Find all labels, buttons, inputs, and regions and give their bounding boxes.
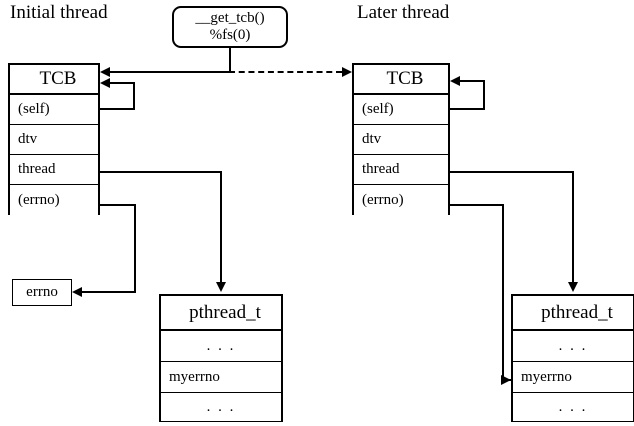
initial-pthread-row-ellipsis-bottom: . . . — [161, 393, 281, 421]
later-pthread-row-ellipsis-bottom: . . . — [513, 393, 633, 421]
later-self-loop-top-line — [460, 80, 485, 82]
initial-pthread-row-ellipsis-top: . . . — [161, 331, 281, 362]
title-later-thread: Later thread — [357, 2, 450, 23]
later-tcb-row-self: (self) — [354, 95, 448, 125]
later-tcb-header-row: TCB — [354, 65, 448, 95]
initial-self-loop-top-line — [110, 82, 135, 84]
get-tcb-to-initial-tcb-arrowhead — [100, 67, 110, 77]
later-pthread-header-label: pthread_t — [541, 301, 613, 323]
initial-pthread-box: pthread_t . . . myerrno . . . — [159, 294, 283, 422]
initial-self-loop-vertical-line — [133, 82, 135, 110]
later-pthread-box: pthread_t . . . myerrno . . . — [511, 294, 634, 422]
later-errno-to-myerrno-vertical — [502, 204, 504, 380]
initial-tcb-field-self: (self) — [18, 101, 50, 117]
later-pthread-field-myerrno: myerrno — [521, 368, 572, 385]
initial-tcb-field-thread: thread — [18, 161, 56, 177]
later-thread-to-pthread-horizontal — [450, 171, 574, 173]
later-pthread-row-myerrno: myerrno — [513, 362, 633, 393]
later-pthread-row-ellipsis-top: . . . — [513, 331, 633, 362]
initial-tcb-row-errno: (errno) — [10, 185, 98, 215]
later-self-loop-vertical-line — [483, 80, 485, 110]
later-tcb-field-self: (self) — [362, 101, 394, 117]
later-self-loop-arrowhead — [450, 76, 460, 86]
get-tcb-line1: __get_tcb() — [195, 10, 265, 26]
later-tcb-row-errno: (errno) — [354, 185, 448, 215]
initial-pthread-header-label: pthread_t — [189, 301, 261, 323]
initial-tcb-header-label: TCB — [39, 68, 77, 89]
later-errno-to-myerrno-arrowhead — [501, 375, 511, 385]
initial-tcb-box: TCB (self) dtv thread (errno) — [8, 63, 100, 215]
errno-box-label: errno — [26, 284, 58, 300]
initial-errno-to-errnobox-bottom-line — [82, 291, 136, 293]
errno-box: errno — [12, 279, 72, 306]
later-tcb-box: TCB (self) dtv thread (errno) — [352, 63, 450, 215]
later-tcb-header-label: TCB — [386, 68, 424, 89]
initial-thread-to-pthread-arrowhead — [216, 282, 226, 292]
later-tcb-field-thread: thread — [362, 161, 400, 177]
callout-stem-connector — [229, 48, 231, 72]
initial-pthread-field-ellipsis-top: . . . — [206, 337, 236, 354]
later-thread-to-pthread-vertical — [572, 171, 574, 283]
later-self-loop-bottom-line — [450, 108, 485, 110]
get-tcb-to-initial-tcb-line — [110, 71, 230, 73]
get-tcb-callout: __get_tcb() %fs(0) — [172, 6, 288, 48]
later-thread-to-pthread-arrowhead — [568, 282, 578, 292]
initial-thread-to-pthread-vertical — [220, 171, 222, 283]
later-tcb-field-errno: (errno) — [362, 191, 404, 208]
get-tcb-line2: %fs(0) — [209, 27, 251, 43]
initial-tcb-row-self: (self) — [10, 95, 98, 125]
initial-pthread-header-row: pthread_t — [161, 296, 281, 331]
get-tcb-to-later-tcb-arrowhead — [342, 67, 352, 77]
get-tcb-to-later-tcb-dashed-line — [229, 71, 342, 73]
later-pthread-field-ellipsis-top: . . . — [558, 337, 588, 354]
initial-thread-to-pthread-horizontal — [100, 171, 222, 173]
initial-self-loop-bottom-line — [100, 108, 135, 110]
initial-tcb-header-row: TCB — [10, 65, 98, 95]
initial-tcb-field-dtv: dtv — [18, 131, 38, 147]
initial-self-loop-arrowhead — [100, 78, 110, 88]
initial-pthread-field-ellipsis-bottom: . . . — [206, 398, 236, 415]
title-initial-thread: Initial thread — [10, 2, 108, 23]
later-tcb-row-dtv: dtv — [354, 125, 448, 155]
initial-tcb-field-errno: (errno) — [18, 191, 60, 208]
initial-tcb-row-dtv: dtv — [10, 125, 98, 155]
initial-errno-to-errnobox-vertical — [134, 204, 136, 292]
initial-pthread-field-myerrno: myerrno — [169, 368, 220, 385]
later-tcb-row-thread: thread — [354, 155, 448, 185]
initial-tcb-row-thread: thread — [10, 155, 98, 185]
initial-errno-to-errnobox-arrowhead — [72, 287, 82, 297]
later-pthread-field-ellipsis-bottom: . . . — [558, 398, 588, 415]
later-pthread-header-row: pthread_t — [513, 296, 633, 331]
initial-errno-to-errnobox-top-line — [100, 204, 136, 206]
later-tcb-field-dtv: dtv — [362, 131, 382, 147]
initial-pthread-row-myerrno: myerrno — [161, 362, 281, 393]
later-errno-to-myerrno-top-line — [450, 204, 504, 206]
